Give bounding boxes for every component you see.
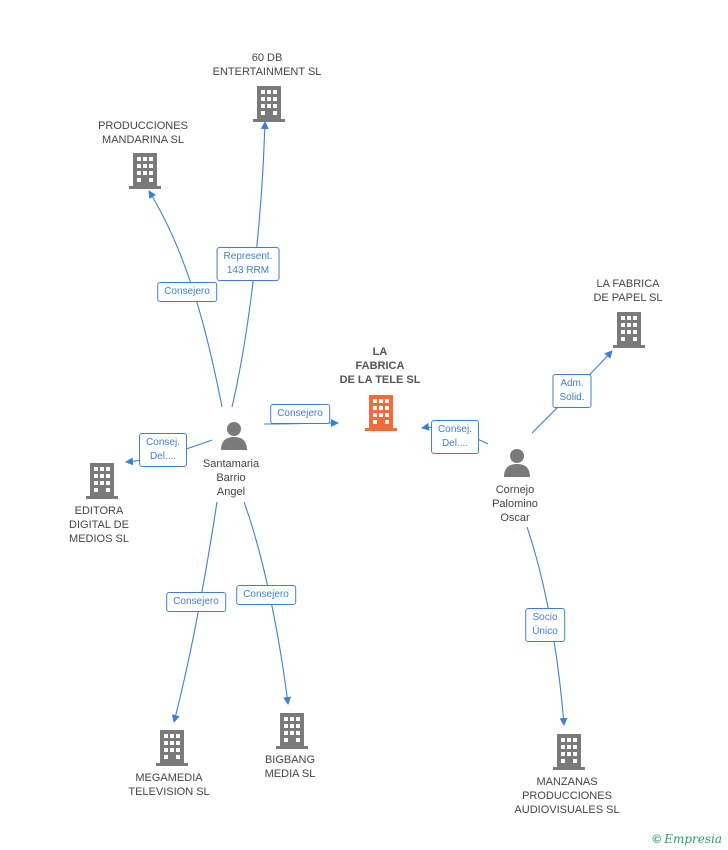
building-icon-manzanas[interactable] — [553, 734, 585, 775]
person-label-cornejo[interactable]: Cornejo Palomino Oscar — [492, 484, 538, 524]
building-icon-megamedia[interactable] — [156, 730, 188, 771]
person-label-santamaria[interactable]: Santamaria Barrio Angel — [202, 458, 260, 498]
node-label-60db[interactable]: 60 DB ENTERTAINMENT SL — [212, 52, 322, 78]
node-label-la-fabrica-tele[interactable]: LA FABRICA DE LA TELE SL — [339, 346, 421, 386]
building-icon-editora[interactable] — [86, 463, 118, 504]
edge-santamaria-megamedia — [171, 501, 218, 723]
person-icon-cornejo[interactable] — [502, 447, 532, 482]
edge-label-consejero-mandarina[interactable]: Consejero — [157, 282, 217, 302]
brand-watermark[interactable]: ©Empresia — [652, 832, 722, 846]
building-icon-la-fabrica-tele[interactable] — [365, 395, 397, 436]
node-label-editora[interactable]: EDITORA DIGITAL DE MEDIOS SL — [69, 505, 129, 545]
person-icon-santamaria[interactable] — [219, 420, 249, 455]
building-icon-mandarina[interactable] — [129, 153, 161, 194]
copyright-symbol: © — [652, 832, 662, 846]
edge-label-consej-del-tele[interactable]: Consej. Del.... — [431, 420, 479, 454]
edge-label-consejero-tele[interactable]: Consejero — [270, 404, 330, 424]
edge-label-adm-solid[interactable]: Adm. Solid. — [552, 374, 592, 408]
node-label-mandarina[interactable]: PRODUCCIONES MANDARINA SL — [98, 120, 188, 146]
edge-label-represent[interactable]: Represent. 143 RRM — [216, 247, 280, 281]
node-label-la-fabrica-papel[interactable]: LA FABRICA DE PAPEL SL — [593, 278, 663, 304]
building-icon-la-fabrica-papel[interactable] — [613, 312, 645, 353]
building-icon-60db[interactable] — [253, 86, 285, 127]
brand-name: Empresia — [664, 832, 722, 846]
edge-label-consejero-megamedia[interactable]: Consejero — [166, 592, 226, 612]
edge-label-socio-unico[interactable]: Socio Único — [525, 608, 565, 642]
edge-label-consej-del-editora[interactable]: Consej. Del.... — [139, 433, 187, 467]
building-icon-bigbang[interactable] — [276, 713, 308, 754]
node-label-megamedia[interactable]: MEGAMEDIA TELEVISION SL — [128, 772, 210, 798]
node-label-bigbang[interactable]: BIGBANG MEDIA SL — [264, 754, 316, 780]
node-label-manzanas[interactable]: MANZANAS PRODUCCIONES AUDIOVISUALES SL — [514, 776, 620, 816]
edge-label-consejero-bigbang[interactable]: Consejero — [236, 585, 296, 605]
